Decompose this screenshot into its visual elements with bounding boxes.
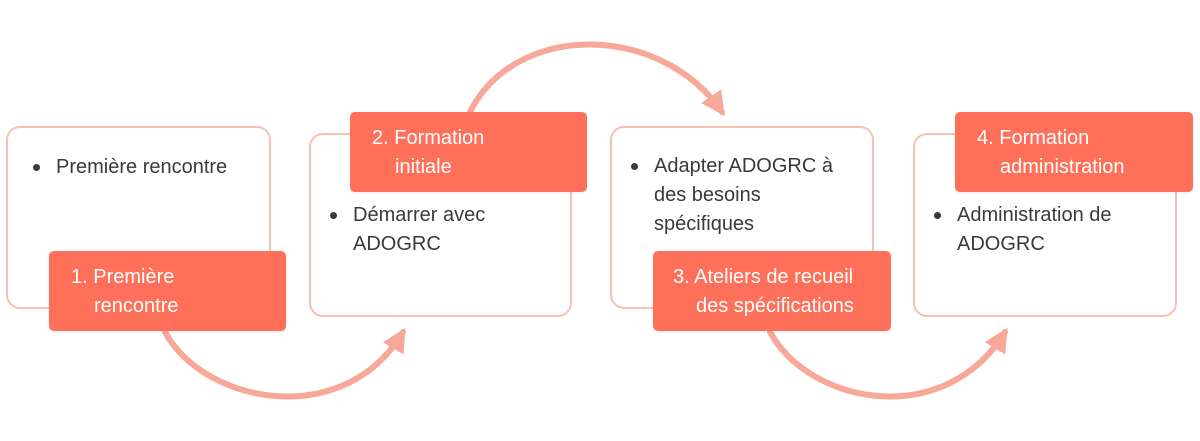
arrow-step3-to-step4 (767, 327, 1008, 400)
step-3-label-line2: des spécifications (696, 295, 854, 317)
step-4-bullet: Administration de ADOGRC (931, 201, 1112, 259)
step-1-bullet: Première rencontre (30, 153, 227, 182)
step-1-label-line2: rencontre (94, 295, 179, 317)
step-3-label-line1: 3. Ateliers de recueil (673, 266, 854, 288)
step-4-bullets: Administration de ADOGRC (931, 201, 1112, 259)
step-4-label-line1: 4. Formation (977, 127, 1090, 149)
step-1-label-line1: 1. Première (71, 266, 175, 288)
arrow-step2-to-step3 (467, 41, 725, 116)
arrow-step1-to-step2 (162, 327, 406, 400)
step-4-label-line2: administration (1000, 156, 1125, 178)
step-2-label-line2: initiale (395, 156, 452, 178)
step-3-bullet-line2: des besoins (654, 184, 761, 206)
step-3-label: 3. Ateliers de recueil des spécification… (653, 251, 891, 331)
step-3-bullets: Adapter ADOGRC à des besoins spécifiques (628, 152, 833, 239)
step-1-bullets: Première rencontre (30, 153, 227, 182)
step-4-bullet-line1: Administration de (957, 204, 1112, 226)
step-4-bullet-line2: ADOGRC (957, 233, 1045, 255)
step-2-bullet-line1: Démarrer avec (353, 204, 486, 226)
step-3-bullet-line3: spécifiques (654, 213, 755, 235)
step-4-label: 4. Formation administration (955, 112, 1193, 192)
step-2-label-line1: 2. Formation (372, 127, 485, 149)
step-3-bullet-line1: Adapter ADOGRC à (654, 155, 833, 177)
step-1-label: 1. Première rencontre (49, 251, 286, 331)
step-2-bullet-line2: ADOGRC (353, 233, 441, 255)
step-2-label: 2. Formation initiale (350, 112, 587, 192)
step-3-bullet: Adapter ADOGRC à des besoins spécifiques (628, 152, 833, 239)
